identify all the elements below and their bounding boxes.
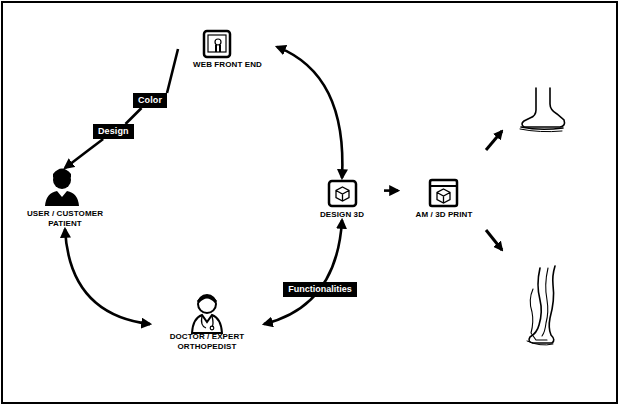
design-3d-node: DESIGN 3D bbox=[300, 178, 384, 220]
doctor-node: DOCTOR / EXPERT ORTHOPEDIST bbox=[150, 290, 264, 352]
doctor-icon bbox=[192, 295, 222, 333]
am-print-node: AM / 3D PRINT bbox=[398, 178, 490, 220]
node-label: DOCTOR / EXPERT ORTHOPEDIST bbox=[150, 332, 264, 352]
user-node: USER / CUSTOMER PATIENT bbox=[10, 168, 120, 229]
color-tag: Color bbox=[133, 93, 167, 108]
user-icon bbox=[45, 169, 79, 207]
flow-arrow bbox=[125, 108, 141, 124]
leg-orthosis-figure bbox=[527, 266, 555, 345]
node-label: DESIGN 3D bbox=[300, 210, 384, 220]
monitor-icon bbox=[329, 181, 356, 206]
flow-arrow bbox=[65, 139, 103, 168]
edge-label: Functionalities bbox=[283, 282, 357, 297]
flow-arrow bbox=[167, 49, 178, 93]
flow-arrow bbox=[264, 220, 342, 324]
node-label: WEB FRONT END bbox=[178, 60, 277, 70]
flow-arrow bbox=[65, 229, 150, 324]
printer-icon bbox=[430, 180, 457, 206]
node-label: USER / CUSTOMER PATIENT bbox=[10, 209, 120, 229]
flow-arrow bbox=[384, 189, 398, 192]
web-front-end-node: WEB FRONT END bbox=[178, 28, 277, 70]
tablet-icon bbox=[204, 31, 230, 57]
design-tag: Design bbox=[93, 124, 134, 139]
node-label: AM / 3D PRINT bbox=[398, 210, 490, 220]
tag-text: Design bbox=[98, 126, 129, 137]
flow-arrow bbox=[277, 47, 342, 178]
tag-text: Color bbox=[138, 95, 162, 106]
foot-insole-figure bbox=[520, 88, 565, 132]
output-arrow bbox=[486, 131, 502, 150]
output-arrow bbox=[486, 230, 502, 250]
